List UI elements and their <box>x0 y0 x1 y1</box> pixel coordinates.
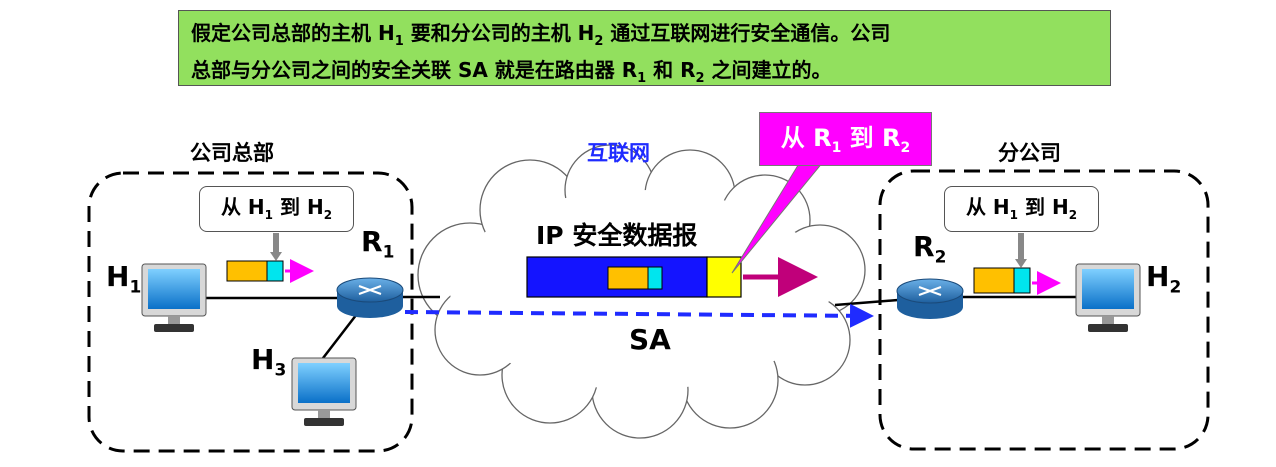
datagram-label: IP 安全数据报 <box>536 221 698 250</box>
link-r1-h3 <box>319 309 361 363</box>
internet-label: 互联网 <box>587 141 650 165</box>
host-h1-icon <box>141 263 207 332</box>
hq-label: 公司总部 <box>190 141 274 165</box>
router-r1-label: R1 <box>361 225 395 263</box>
router-r1-icon <box>336 277 404 318</box>
banner-line-1: 假定公司总部的主机 H1 要和分公司的主机 H2 通过互联网进行安全通信。公司 <box>191 21 891 49</box>
left-packet <box>226 233 314 283</box>
router-r2-icon <box>896 278 964 319</box>
router-r2-label: R2 <box>913 230 947 268</box>
sa-arrow <box>404 303 874 328</box>
host-h3-icon <box>291 357 357 426</box>
right-packet <box>973 233 1061 295</box>
router-callout: 从 R1 到 R2 <box>759 112 932 166</box>
description-banner: 假定公司总部的主机 H1 要和分公司的主机 H2 通过互联网进行安全通信。公司 … <box>178 10 1111 86</box>
link-cloud-r2 <box>834 298 899 307</box>
internet-cloud <box>417 144 866 439</box>
host-h2-label: H2 <box>1146 260 1182 298</box>
banner-line-2: 总部与分公司之间的安全关联 SA 就是在路由器 R1 和 R2 之间建立的。 <box>191 58 832 86</box>
left-callout: 从 H1 到 H2 <box>199 186 354 232</box>
ip-security-datagram <box>526 256 818 298</box>
host-h2-icon <box>1075 263 1141 332</box>
right-callout: 从 H1 到 H2 <box>944 186 1099 232</box>
host-h1-label: H1 <box>106 260 142 298</box>
sa-label: SA <box>629 323 671 356</box>
branch-region <box>878 169 1210 451</box>
host-h3-label: H3 <box>251 343 287 381</box>
branch-label: 分公司 <box>998 141 1061 165</box>
